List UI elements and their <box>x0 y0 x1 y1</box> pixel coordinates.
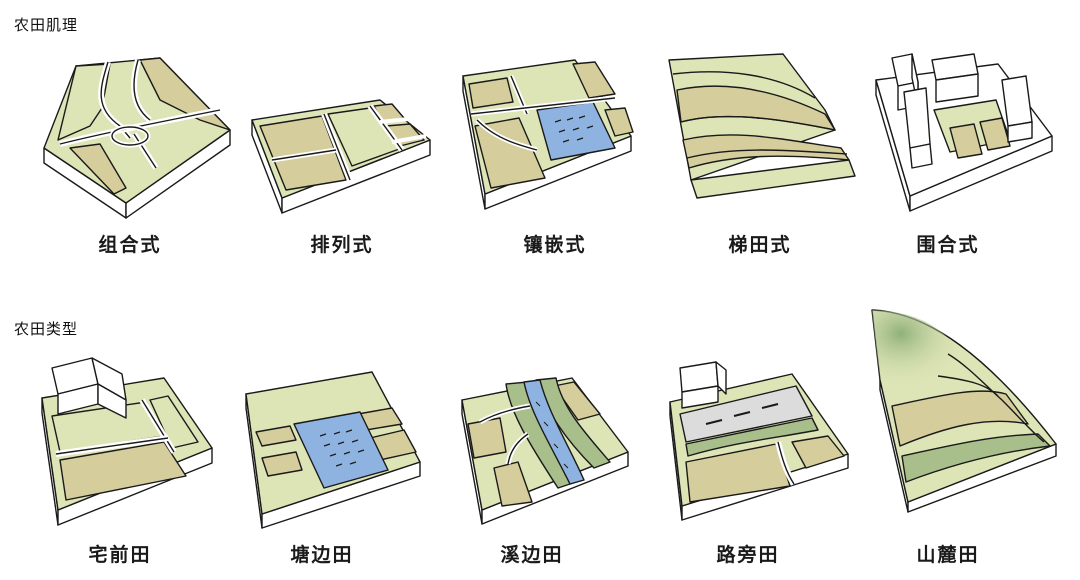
diagram-enclosed <box>870 44 1070 214</box>
caption-pond-side: 塘边田 <box>290 544 354 566</box>
diagram-front-of-house <box>36 356 236 526</box>
caption-mosaic: 镶嵌式 <box>523 234 587 256</box>
caption-terrace: 梯田式 <box>728 234 792 256</box>
section-title-texture: 农田肌理 <box>14 16 79 34</box>
diagram-stream-side <box>458 372 658 542</box>
caption-front-of-house: 宅前田 <box>88 544 152 566</box>
diagram-pond-side <box>242 366 442 536</box>
diagram-combined <box>30 48 231 219</box>
diagram-terrace <box>665 50 865 220</box>
caption-stream-side: 溪边田 <box>500 544 564 566</box>
caption-array: 排列式 <box>310 234 374 256</box>
diagram-foothill <box>868 306 1068 513</box>
caption-roadside: 路旁田 <box>716 544 780 566</box>
diagram-array <box>242 48 442 218</box>
caption-enclosed: 围合式 <box>916 234 980 256</box>
caption-combined: 组合式 <box>98 234 162 256</box>
caption-foothill: 山麓田 <box>916 544 980 566</box>
diagram-roadside <box>666 358 866 528</box>
diagram-mosaic <box>455 48 655 218</box>
section-title-types: 农田类型 <box>14 320 79 338</box>
